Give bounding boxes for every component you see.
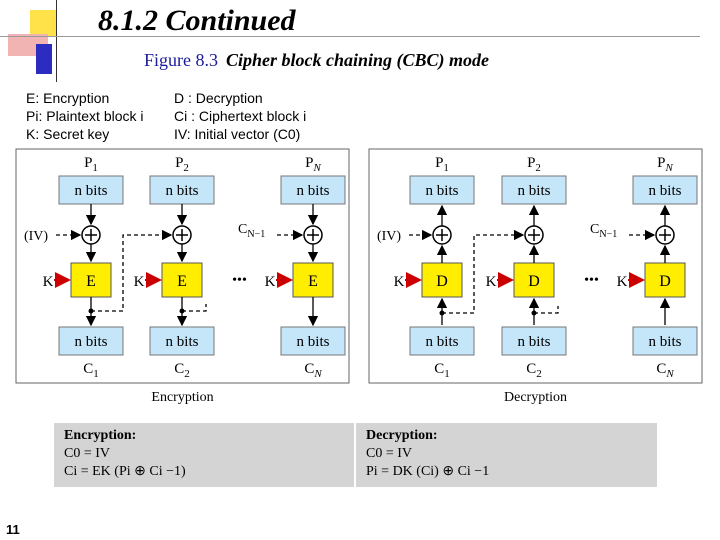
decryption-formulas: Decryption: C0 = IV Pi = DK (Ci) ⊕ Ci −1 [366, 427, 489, 481]
formula-box: Encryption: C0 = IV Ci = EK (Pi ⊕ Ci −1)… [54, 423, 657, 487]
enc-ciphertext-label: C2 [174, 361, 190, 380]
enc-bottom-block-label: n bits [297, 334, 330, 350]
formula-divider [354, 423, 356, 487]
slide-title: 8.1.2 Continued [98, 4, 296, 37]
legend-right-2: Ci : Ciphertext block i [174, 108, 307, 124]
enc-key-label: K [134, 274, 145, 290]
dec-cipher-box-label: D [659, 273, 671, 290]
dec-ciphertext-label: C1 [434, 361, 450, 380]
enc-top-block [149, 175, 215, 205]
enc-cipher-box-label: E [86, 273, 96, 290]
dec-bottom-block-label: n bits [518, 334, 551, 350]
dec-top-block-label: n bits [426, 183, 459, 199]
figure-caption: Figure 8.3 Cipher block chaining (CBC) mo… [144, 50, 489, 71]
corner-blue-square [36, 44, 52, 74]
dec-key-label: K [617, 274, 628, 290]
enc-top-block-label: n bits [75, 183, 108, 199]
enc-panel-frame [15, 148, 350, 384]
encryption-formula-line: C0 = IV [64, 446, 111, 461]
dec-top-block-label: n bits [518, 183, 551, 199]
enc-chain-path [91, 229, 173, 312]
dec-cipher-box [421, 262, 463, 298]
page-number: 11 [6, 522, 20, 537]
dec-carry-label: CN−1 [590, 222, 617, 240]
dec-ciphertext-label: C2 [526, 361, 542, 380]
decryption-formula-line: C0 = IV [366, 446, 413, 461]
enc-top-block-label: n bits [297, 183, 330, 199]
enc-plaintext-label: P1 [84, 155, 98, 174]
corner-horizontal-line [0, 36, 700, 37]
dec-key-label: K [394, 274, 405, 290]
legend-left-3: K: Secret key [26, 126, 110, 142]
dec-plaintext-label: PN [657, 155, 673, 174]
dec-top-block [409, 175, 475, 205]
legend-left-2: Pi: Plaintext block i [26, 108, 144, 124]
enc-key-label: K [265, 274, 276, 290]
dec-panel-label: Decryption [504, 390, 567, 405]
enc-cipher-box [161, 262, 203, 298]
enc-ciphertext-label: CN [304, 361, 322, 380]
dec-iv-label: (IV) [377, 229, 401, 244]
decryption-formula-heading: Decryption: [366, 428, 438, 443]
enc-ciphertext-label: C1 [83, 361, 99, 380]
enc-top-block-label: n bits [166, 183, 199, 199]
decryption-formula-line: Pi = DK (Ci) ⊕ Ci −1 [366, 464, 490, 479]
dec-chain-path [442, 229, 525, 314]
dec-cipher-box [513, 262, 555, 298]
dec-bottom-block [632, 326, 698, 356]
enc-cipher-box [70, 262, 112, 298]
encryption-formula-line: Ci = EK (Pi ⊕ Ci −1) [64, 464, 186, 479]
enc-top-block [280, 175, 346, 205]
dec-top-block [632, 175, 698, 205]
enc-cipher-box [292, 262, 334, 298]
enc-key-label: K [43, 274, 54, 290]
legend-right-1: D : Decryption [174, 90, 263, 106]
dec-cipher-box-label: D [528, 273, 540, 290]
enc-plaintext-label: PN [305, 155, 321, 174]
enc-iv-label: (IV) [24, 229, 48, 244]
dec-panel-frame [368, 148, 703, 384]
dec-ciphertext-label: CN [656, 361, 674, 380]
enc-ellipsis: ••• [232, 273, 247, 288]
enc-cipher-box-label: E [177, 273, 187, 290]
legend-left-1: E: Encryption [26, 90, 110, 106]
enc-bottom-block [280, 326, 346, 356]
enc-carry-label: CN−1 [238, 222, 265, 240]
dec-chain-stub [534, 306, 559, 314]
dec-plaintext-label: P2 [527, 155, 541, 174]
dec-top-block [501, 175, 567, 205]
enc-bottom-block [149, 326, 215, 356]
encryption-formulas: Encryption: C0 = IV Ci = EK (Pi ⊕ Ci −1) [64, 427, 186, 481]
enc-bottom-block [58, 326, 124, 356]
enc-bottom-block-label: n bits [166, 334, 199, 350]
dec-bottom-block-label: n bits [426, 334, 459, 350]
enc-panel-label: Encryption [151, 390, 213, 405]
encryption-formula-heading: Encryption: [64, 428, 137, 443]
corner-yellow-square [30, 10, 56, 36]
dec-cipher-box [644, 262, 686, 298]
dec-cipher-box-label: D [436, 273, 448, 290]
enc-bottom-block-label: n bits [75, 334, 108, 350]
dec-bottom-block [409, 326, 475, 356]
legend-right-3: IV: Initial vector (C0) [174, 126, 301, 142]
corner-vertical-line [56, 0, 57, 82]
enc-plaintext-label: P2 [175, 155, 189, 174]
enc-chain-stub [182, 304, 207, 312]
dec-bottom-block-label: n bits [649, 334, 682, 350]
dec-plaintext-label: P1 [435, 155, 449, 174]
enc-cipher-box-label: E [308, 273, 318, 290]
figure-title: Cipher block chaining (CBC) mode [226, 50, 490, 70]
dec-top-block-label: n bits [649, 183, 682, 199]
dec-ellipsis: ••• [584, 273, 599, 288]
dec-key-label: K [486, 274, 497, 290]
figure-number: Figure 8.3 [144, 50, 218, 70]
dec-bottom-block [501, 326, 567, 356]
